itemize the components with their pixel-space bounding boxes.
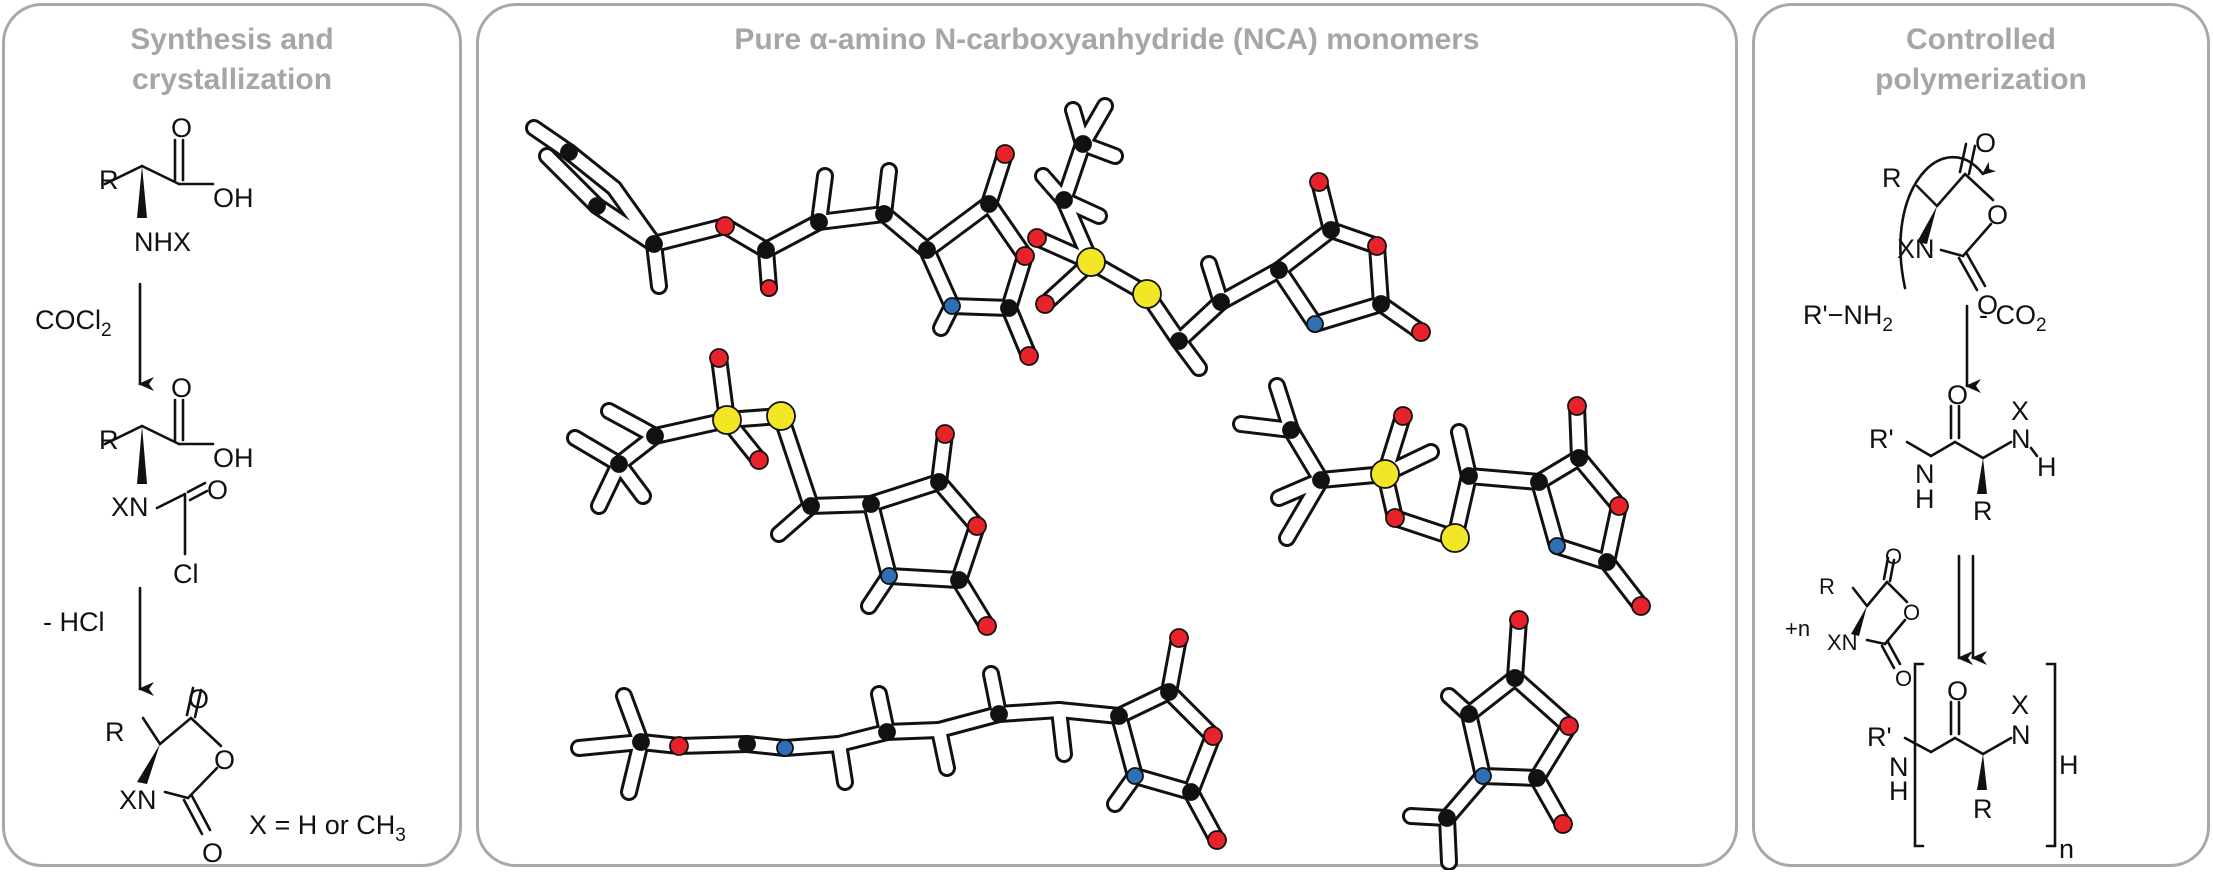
panel-synthesis: Synthesis and crystallization R O OH NHX… — [2, 3, 462, 868]
svg-text:X: X — [2011, 690, 2029, 720]
panel-title-monomers: Pure α-amino N-carboxyanhydride (NCA) mo… — [734, 23, 1480, 56]
svg-text:R: R — [1973, 794, 1993, 824]
svg-text:R'−NH2: R'−NH2 — [1803, 300, 1893, 336]
svg-text:R: R — [105, 717, 125, 747]
svg-text:XN: XN — [1897, 234, 1935, 264]
molecule-sulfonyl-nca — [1232, 377, 1651, 616]
synthesis-scheme: R O OH NHX COCl2 R O OH XN O Cl — [35, 113, 406, 868]
panel-title-synthesis: Synthesis and crystallization — [130, 23, 334, 96]
molecule-benzyl-ester-nca — [525, 119, 1039, 366]
svg-text:H: H — [1889, 776, 1909, 806]
svg-text:O: O — [1947, 380, 1968, 410]
svg-text:N: N — [1915, 459, 1935, 489]
svg-text:O: O — [1903, 600, 1920, 625]
svg-text:O: O — [214, 745, 235, 775]
svg-text:N: N — [1889, 752, 1909, 782]
svg-text:H: H — [2059, 750, 2079, 780]
polymerization-scheme: O R O XN O R'−NH2 - CO2 N H R' O R N X — [1785, 128, 2079, 864]
svg-text:H: H — [2037, 452, 2057, 482]
panel-polymerization: Controlled polymerization O R O — [1752, 3, 2210, 867]
svg-text:O: O — [202, 838, 223, 868]
svg-text:O: O — [1895, 666, 1912, 691]
svg-text:O: O — [171, 373, 192, 403]
svg-text:- CO2: - CO2 — [1979, 300, 2047, 336]
nca-product-structure: R O O XN O X = H or CH3 — [105, 684, 406, 868]
svg-text:O: O — [1947, 676, 1968, 706]
svg-text:R: R — [99, 425, 119, 455]
svg-text:O: O — [207, 475, 228, 505]
crystal-structures — [525, 97, 1651, 870]
svg-text:Cl: Cl — [173, 559, 199, 589]
svg-text:n: n — [2059, 834, 2074, 864]
svg-text:XN: XN — [119, 785, 157, 815]
nca-monomer-structure: O R O XN O — [1882, 128, 2008, 320]
molecule-disulfide-nca-1 — [566, 348, 997, 636]
svg-text:- HCl: - HCl — [43, 607, 105, 637]
svg-text:R': R' — [1867, 722, 1892, 752]
panel-title-polymerization: Controlled polymerization — [1875, 23, 2087, 96]
svg-text:R: R — [99, 165, 119, 195]
svg-text:NHX: NHX — [134, 227, 191, 257]
svg-text:COCl2: COCl2 — [35, 305, 112, 341]
svg-text:O: O — [1977, 290, 1998, 320]
svg-text:H: H — [1915, 484, 1935, 514]
svg-text:R: R — [1819, 574, 1835, 599]
nucleophilic-attack-arrow — [1899, 155, 1997, 290]
molecule-sarcosine-nca — [1402, 610, 1579, 870]
molecule-disulfide-nca-2 — [1027, 97, 1431, 377]
svg-text:O: O — [1987, 200, 2008, 230]
svg-text:R': R' — [1869, 424, 1894, 454]
svg-text:N: N — [2011, 424, 2031, 454]
nca-monomer-n-structure: O R O XN O +n — [1785, 544, 1920, 691]
svg-text:O: O — [188, 684, 209, 714]
polypeptide-structure: R' N H O R N X H n — [1867, 662, 2079, 864]
svg-text:XN: XN — [111, 492, 149, 522]
panel-nca-monomers: Pure α-amino N-carboxyanhydride (NCA) mo… — [476, 3, 1738, 870]
svg-text:O: O — [1975, 128, 1996, 158]
svg-text:X: X — [2011, 396, 2029, 426]
svg-text:N: N — [2011, 720, 2031, 750]
svg-text:R: R — [1973, 496, 1993, 526]
svg-text:O: O — [171, 113, 192, 143]
svg-text:OH: OH — [213, 443, 254, 473]
svg-text:R: R — [1882, 163, 1902, 193]
carbamoyl-chloride-structure: R O OH XN O Cl — [99, 373, 254, 589]
amide-product-structure: N H R' O R N X H — [1869, 380, 2057, 526]
molecule-long-chain-nca — [570, 628, 1227, 850]
svg-text:+n: +n — [1785, 616, 1810, 641]
svg-text:O: O — [1885, 544, 1902, 569]
svg-text:OH: OH — [213, 183, 254, 213]
svg-text:X = H or CH3: X = H or CH3 — [249, 810, 406, 846]
amino-acid-structure: R O OH NHX — [99, 113, 254, 257]
svg-text:XN: XN — [1827, 630, 1858, 655]
